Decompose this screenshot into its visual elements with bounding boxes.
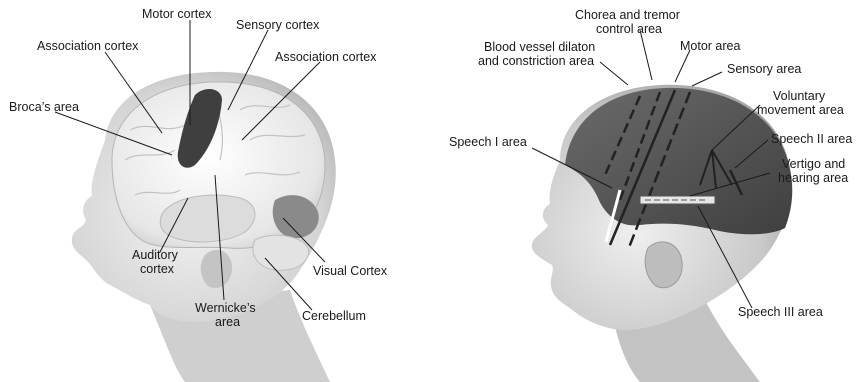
auditory-cortex-label-line1: Auditory: [132, 248, 178, 262]
voluntary-movement-label-line2: movement area: [757, 103, 844, 117]
brocas-area-label: Broca’s area: [9, 100, 79, 114]
wernickes-area-label-line2: area: [215, 315, 240, 329]
vertigo-hearing-label-line2: hearing area: [778, 171, 848, 185]
chorea-label-line1: Chorea and tremor: [575, 8, 680, 22]
auditory-cortex-label-line2: cortex: [140, 262, 174, 276]
blood-vessel-label-line2: and constriction area: [478, 54, 594, 68]
left-head: [72, 72, 336, 382]
visual-cortex-label: Visual Cortex: [313, 264, 387, 278]
right-head: [532, 85, 793, 382]
blood-vessel-label-line1: Blood vessel dilaton: [484, 40, 595, 54]
association-cortex-right-label: Association cortex: [275, 50, 376, 64]
sensory-cortex-label: Sensory cortex: [236, 18, 319, 32]
speech-3-area-label: Speech III area: [738, 305, 823, 319]
cerebellum-label: Cerebellum: [302, 309, 366, 323]
chorea-label-line2: control area: [596, 22, 662, 36]
vertigo-hearing-label-line1: Vertigo and: [782, 157, 845, 171]
motor-area-label: Motor area: [680, 39, 740, 53]
speech-1-area-label: Speech I area: [449, 135, 527, 149]
wernickes-area-label-line1: Wernicke’s: [195, 301, 256, 315]
sensory-area-label: Sensory area: [727, 62, 801, 76]
association-cortex-left-label: Association cortex: [37, 39, 138, 53]
motor-cortex-label: Motor cortex: [142, 7, 211, 21]
voluntary-movement-label-line1: Voluntary: [773, 89, 825, 103]
speech-2-area-label: Speech II area: [771, 132, 852, 146]
